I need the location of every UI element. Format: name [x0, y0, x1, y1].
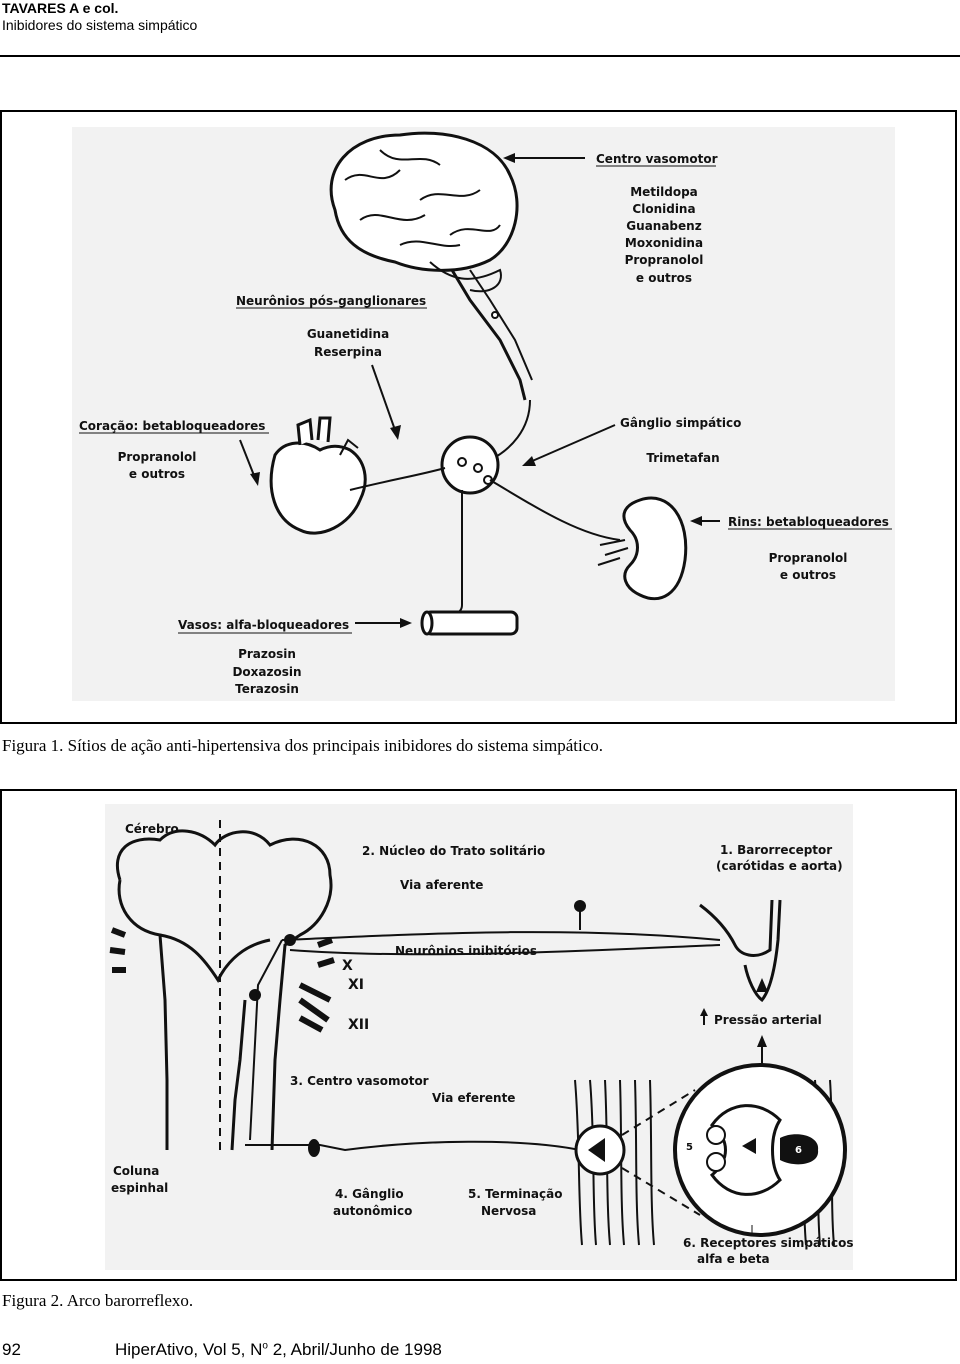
- drug-centro-1: Metildopa: [630, 185, 698, 199]
- figure-2-frame: [0, 789, 957, 1281]
- drug-vasos-1: Prazosin: [238, 647, 296, 661]
- drug-centro-4: Moxonidina: [625, 236, 703, 250]
- journal-citation: HiperAtivo, Vol 5, No 2, Abril/Junho de …: [115, 1340, 442, 1360]
- figure-1-frame: [0, 110, 957, 724]
- drug-rins-2: e outros: [780, 568, 836, 582]
- drug-centro-6: e outros: [636, 271, 692, 285]
- issue-details: 2, Abril/Junho de 1998: [267, 1340, 442, 1359]
- drug-ganglio-1: Trimetafan: [646, 451, 719, 465]
- label-neuronios: Neurônios pós-ganglionares: [236, 294, 426, 308]
- page-number: 92: [2, 1340, 21, 1359]
- drug-vasos-2: Doxazosin: [232, 665, 301, 679]
- journal-name: HiperAtivo, Vol 5, N: [115, 1340, 263, 1359]
- label-centro-vasomotor: Centro vasomotor: [596, 152, 718, 166]
- label-ganglio: Gânglio simpático: [620, 416, 741, 430]
- brain-illustration: [329, 131, 533, 401]
- figure-1-caption: Figura 1. Sítios de ação anti-hipertensi…: [2, 736, 604, 755]
- header-rule: [0, 55, 960, 57]
- blood-vessel-illustration: [420, 610, 519, 636]
- label-vasos: Vasos: alfa-bloqueadores: [178, 618, 349, 632]
- issue-superscript: o: [262, 1340, 268, 1352]
- label-rins: Rins: betabloqueadores: [728, 515, 889, 529]
- running-header-authors: TAVARES A e col.: [2, 0, 119, 16]
- figure-2-caption: Figura 2. Arco barorreflexo.: [2, 1291, 194, 1310]
- heart-illustration: [269, 416, 367, 535]
- kidney-illustration: [622, 496, 688, 601]
- drug-coracao-1: Propranolol: [118, 450, 197, 464]
- drug-centro-5: Propranolol: [625, 253, 704, 267]
- drug-neuronios-1: Guanetidina: [307, 327, 389, 341]
- drug-centro-2: Clonidina: [632, 202, 695, 216]
- drug-rins-1: Propranolol: [769, 551, 848, 565]
- drug-centro-3: Guanabenz: [626, 219, 701, 233]
- drug-coracao-2: e outros: [129, 467, 185, 481]
- neuron-dot: [491, 311, 499, 319]
- drug-vasos-3: Terazosin: [235, 682, 299, 696]
- label-coracao: Coração: betabloqueadores: [79, 419, 265, 433]
- drug-neuronios-2: Reserpina: [314, 345, 382, 359]
- running-header-title: Inibidores do sistema simpático: [2, 17, 198, 33]
- figure-2-panel: [105, 804, 853, 1270]
